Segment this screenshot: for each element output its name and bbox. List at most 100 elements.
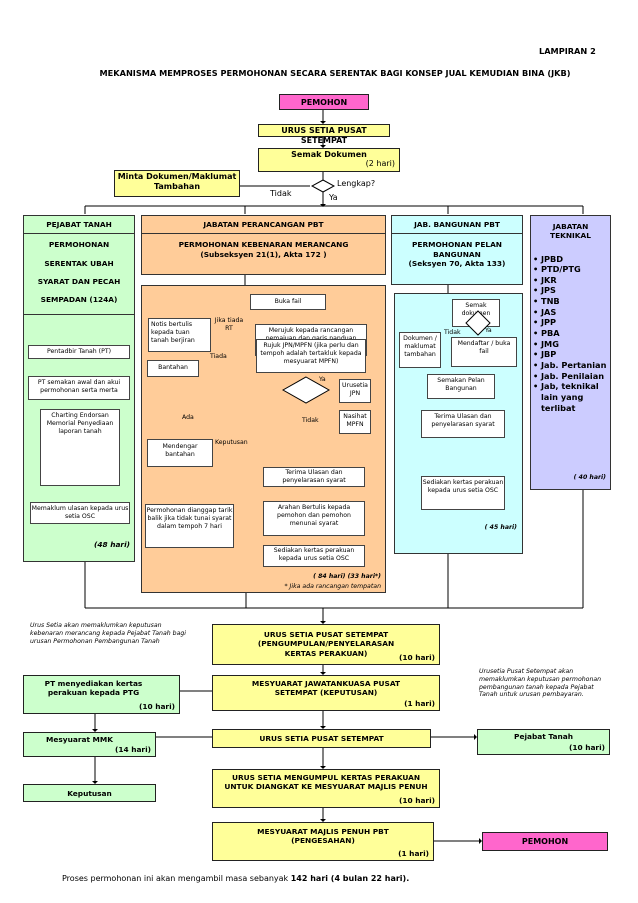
pt-step-4: Memaklum ulasan kepada urus setia OSC — [30, 502, 130, 524]
teknikal-item: JAS — [533, 307, 610, 318]
teknikal-panel: JABATAN TEKNIKAL JPBDPTD/PTGJKRJPSTNBJAS… — [530, 215, 611, 490]
rujuk-box: Rujuk JPN/MPFN (jika perlu dan tempoh ad… — [256, 339, 366, 373]
pt-desc-1: PERMOHONAN — [48, 240, 110, 250]
jbpbt-sub1: PERMOHONAN PELAN — [411, 240, 502, 250]
mmk-box: Mesyuarat MMK (14 hari) — [23, 732, 156, 757]
jbpbt-sub2: BANGUNAN — [433, 249, 481, 259]
teknikal-item: JPP — [533, 317, 610, 328]
mendengar-box: Mendengar bantahan — [147, 439, 213, 467]
jpbt-panel: Buka fail Notis bertulis kepada tuan tan… — [141, 285, 386, 593]
pejabat-tanah-bottom-box: Pejabat Tanah (10 hari) — [477, 729, 610, 755]
sediakan-jb-box: Sediakan kertas perakuan kepada urus set… — [421, 476, 505, 510]
semakan-pelan-box: Semakan Pelan Bangunan — [427, 374, 495, 399]
urusetia-jpn-box: Urusetia JPN — [339, 379, 371, 403]
permohonan-box: Permohonan dianggap tarik balik jika tid… — [145, 504, 234, 548]
jpn-ya-label: Ya — [319, 376, 326, 383]
pt-menyediakan-label: PT menyediakan kertas perakuan kepada PT… — [44, 679, 143, 698]
pt-step-2: PT semakan awal dan akui permohonan sert… — [28, 376, 130, 400]
pejabat-tanah-panel: Pentadbir Tanah (PT) PT semakan awal dan… — [23, 314, 135, 562]
mjk-days: (1 hari) — [404, 698, 435, 708]
urus-setia-bottom-box: URUS SETIA PUSAT SETEMPAT — [212, 729, 431, 748]
jika-tiada-label: Jika tiada RT — [214, 317, 244, 332]
majlis-box: MESYUARAT MAJLIS PENUH PBT (PENGESAHAN) … — [212, 822, 434, 861]
pt-menyediakan-days: (10 hari) — [138, 701, 175, 711]
pt-days: (48 hari) — [93, 539, 130, 549]
sediakan-jpbt-box: Sediakan kertas perakuan kepada urus set… — [263, 545, 365, 567]
semak-dokumen-box: Semak Dokumen (2 hari) — [258, 148, 400, 172]
teknikal-item: PBA — [533, 328, 610, 339]
jbpbt-title: JAB. BANGUNAN PBT — [414, 220, 500, 229]
minta-dokumen-box: Minta Dokumen/Maklumat Tambahan — [114, 170, 240, 197]
urus-setia-box: URUS SETIA PUSAT SETEMPAT — [258, 124, 390, 145]
lengkap-decision — [311, 179, 335, 193]
teknikal-item: Jab. Penilaian — [533, 371, 610, 382]
jbpbt-days: ( 45 hari) — [484, 524, 517, 531]
teknikal-title-1: JABATAN — [552, 222, 589, 231]
lengkap-label: Lengkap? — [337, 179, 376, 188]
pejabat-tanah-title: PEJABAT TANAH — [46, 220, 112, 229]
teknikal-item: JPBD — [533, 254, 610, 265]
jb-decision — [465, 310, 491, 336]
tidak-label: Tidak — [270, 189, 292, 198]
pengumpulan-days: (10 hari) — [398, 652, 435, 662]
mengumpul-days: (10 hari) — [398, 795, 435, 805]
teknikal-title-2: TEKNIKAL — [550, 231, 591, 241]
tiada-label: Tiada — [210, 353, 227, 360]
teknikal-item: Jab, teknikal lain yang terlibat — [533, 381, 610, 413]
mjk-box: MESYUARAT JAWATANKUASA PUSAT SETEMPAT (K… — [212, 675, 440, 711]
pemohon-bottom-box: PEMOHON — [482, 832, 608, 851]
note-left: Urus Setia akan memaklumkan keputusan ke… — [30, 622, 187, 645]
bantahan-box: Bantahan — [147, 360, 199, 377]
jpn-tidak-label: Tidak — [302, 417, 319, 424]
jpbt-sub2: (Subseksyen 21(1), Akta 172 ) — [200, 249, 327, 259]
pt-step-1: Pentadbir Tanah (PT) — [28, 345, 130, 359]
jpbt-days: ( 84 hari) (33 hari*) — [313, 573, 381, 580]
pt-desc-3: SYARAT DAN PECAH — [37, 276, 121, 286]
jbpbt-panel: Semak dokumen Dokumen / maklumat tambaha… — [394, 293, 523, 554]
teknikal-item: TNB — [533, 296, 610, 307]
note-right: Urusetia Pusat Setempat akan memaklumkan… — [479, 668, 602, 699]
majlis-label: MESYUARAT MAJLIS PENUH PBT (PENGESAHAN) — [257, 827, 389, 846]
pt-desc-2: SERENTAK UBAH — [44, 258, 114, 268]
teknikal-item: JMG — [533, 339, 610, 350]
pejabat-tanah-header: PEJABAT TANAH PERMOHONAN SERENTAK UBAH S… — [23, 215, 135, 325]
teknikal-item: JPS — [533, 285, 610, 296]
mmk-label: Mesyuarat MMK — [45, 735, 113, 744]
mengumpul-box: URUS SETIA MENGUMPUL KERTAS PERAKUAN UNT… — [212, 769, 440, 808]
jpn-decision — [282, 376, 330, 404]
mendaftar-box: Mendaftar / buka fail — [451, 337, 517, 367]
pt-step-3: Charting Endorsan Memorial Penyediaan la… — [40, 409, 120, 486]
keputusan-label: Keputusan — [215, 439, 248, 446]
mmk-days: (14 hari) — [114, 744, 151, 754]
jpbt-sub1: PERMOHONAN KEBENARAN MERANCANG — [178, 240, 349, 250]
semak-days: (2 hari) — [365, 158, 395, 168]
majlis-days: (1 hari) — [398, 848, 429, 858]
jbpbt-sub3: (Seksyen 70, Akta 133) — [408, 258, 506, 268]
pejabat-tanah-bottom-label: Pejabat Tanah — [514, 732, 573, 741]
nasihat-mpfn-box: Nasihat MPFN — [339, 410, 371, 434]
terima-ulasan-box: Terima Ulasan dan penyelarasan syarat — [263, 467, 365, 487]
pejabat-tanah-bottom-days: (10 hari) — [568, 742, 605, 752]
buka-fail-box: Buka fail — [250, 294, 326, 310]
teknikal-list: JPBDPTD/PTGJKRJPSTNBJASJPPPBAJMGJBPJab. … — [531, 254, 610, 414]
keputusan-box: Keputusan — [23, 784, 156, 802]
pengumpulan-label: URUS SETIA PUSAT SETEMPAT (PENGUMPULAN/P… — [257, 630, 395, 658]
jb-tidak-label: Tidak — [444, 329, 461, 336]
pemohon-box: PEMOHON — [279, 94, 369, 110]
terima-ulasan-jb-box: Terima Ulasan dan penyelarasan syarat — [421, 410, 505, 438]
footer-pre: Proses permohonan ini akan mengambil mas… — [62, 874, 291, 883]
pengumpulan-box: URUS SETIA PUSAT SETEMPAT (PENGUMPULAN/P… — [212, 624, 440, 665]
semak-label: Semak Dokumen — [291, 150, 367, 159]
dokumen-tambahan-box: Dokumen / maklumat tambahan — [399, 332, 441, 368]
jb-ya-label: Ya — [485, 327, 492, 334]
pt-menyediakan-box: PT menyediakan kertas perakuan kepada PT… — [23, 675, 180, 714]
jpbt-note: * Jika ada rancangan tempatan — [284, 583, 381, 590]
teknikal-item: JKR — [533, 275, 610, 286]
jbpbt-header: JAB. BANGUNAN PBT PERMOHONAN PELAN BANGU… — [391, 215, 523, 285]
ada-label: Ada — [182, 414, 194, 421]
teknikal-item: PTD/PTG — [533, 264, 610, 275]
notis-box: Notis bertulis kepada tuan tanah berjira… — [148, 318, 211, 352]
mengumpul-label: URUS SETIA MENGUMPUL KERTAS PERAKUAN UNT… — [224, 773, 428, 792]
ya-label: Ya — [329, 193, 338, 202]
